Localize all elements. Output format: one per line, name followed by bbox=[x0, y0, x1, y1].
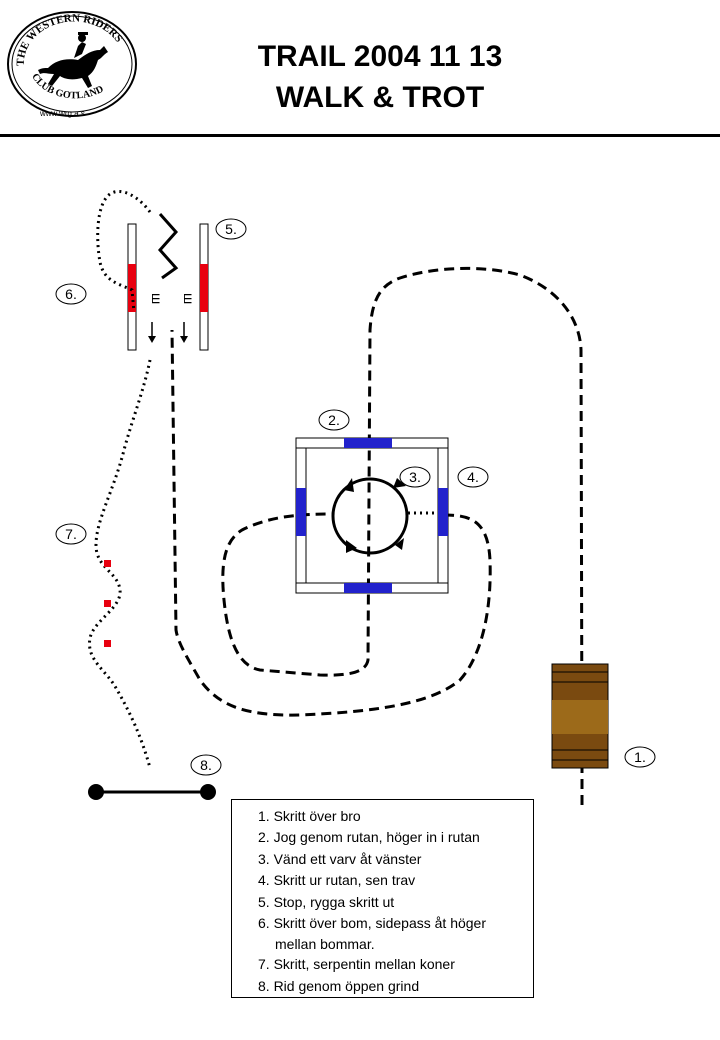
sidepass-poles bbox=[127, 223, 209, 351]
course-legend: 1. Skritt över bro 2. Jog genom rutan, h… bbox=[231, 799, 534, 998]
route-dashed-main bbox=[221, 266, 584, 805]
horse-rider-icon bbox=[38, 32, 108, 88]
bridge bbox=[551, 663, 609, 769]
page-title: TRAIL 2004 11 13 bbox=[257, 40, 503, 73]
legend-item: 3. Vänd ett varv åt vänster bbox=[258, 850, 422, 867]
route-dashed-exit bbox=[170, 329, 492, 717]
legend-item: 5. Stop, rygga skritt ut bbox=[258, 893, 395, 910]
svg-text:4.: 4. bbox=[467, 469, 479, 485]
gate bbox=[88, 784, 216, 800]
legend-item: 7. Skritt, serpentin mellan koner bbox=[258, 956, 455, 973]
svg-text:1.: 1. bbox=[634, 749, 646, 765]
legend-item: 4. Skritt ur rutan, sen trav bbox=[258, 872, 416, 889]
marker-8: 8. bbox=[190, 754, 222, 776]
svg-text:6.: 6. bbox=[65, 286, 77, 302]
logo-url: www.wrg.a.s bbox=[39, 109, 85, 118]
down-arrow-icon bbox=[180, 322, 188, 343]
page-subtitle: WALK & TROT bbox=[275, 81, 485, 114]
header: THE WESTERN RIDERS CLUB GOTLAND www.wrg.… bbox=[0, 0, 720, 137]
square-box bbox=[295, 437, 449, 594]
marker-1: 1. bbox=[624, 746, 656, 768]
route-dotted-serpentine bbox=[88, 359, 152, 769]
turn-arrow-icon bbox=[346, 540, 357, 553]
route-dotted-sidepass bbox=[96, 189, 152, 313]
down-arrow-icon bbox=[148, 322, 156, 343]
turn-arrow-icon bbox=[395, 538, 404, 550]
marker-6: 6. bbox=[55, 283, 87, 305]
svg-text:3.: 3. bbox=[409, 469, 421, 485]
legend-item: 2. Jog genom rutan, höger in i rutan bbox=[258, 829, 480, 846]
svg-text:8.: 8. bbox=[200, 757, 212, 773]
legend-item: 1. Skritt över bro bbox=[258, 808, 361, 824]
svg-text:7.: 7. bbox=[65, 526, 77, 542]
svg-text:5.: 5. bbox=[225, 221, 237, 237]
turn-arrow-icon bbox=[393, 478, 406, 488]
marker-7: 7. bbox=[55, 523, 87, 545]
pole-letter: ш bbox=[181, 293, 197, 304]
header-divider bbox=[0, 134, 720, 137]
turn-arrow-icon bbox=[344, 478, 354, 492]
cone bbox=[104, 600, 111, 607]
marker-5: 5. bbox=[215, 218, 247, 240]
legend-item: 8. Rid genom öppen grind bbox=[258, 977, 420, 994]
cone bbox=[104, 640, 111, 647]
turn-circle bbox=[331, 477, 409, 555]
cone bbox=[104, 560, 111, 567]
club-logo: THE WESTERN RIDERS CLUB GOTLAND www.wrg.… bbox=[7, 11, 137, 118]
svg-text:2.: 2. bbox=[328, 412, 340, 428]
marker-2: 2. bbox=[318, 409, 350, 431]
stop-zigzag-icon bbox=[157, 213, 179, 280]
marker-3: 3. bbox=[399, 466, 431, 488]
pole-letter: ш bbox=[149, 293, 165, 304]
marker-4: 4. bbox=[457, 466, 489, 488]
